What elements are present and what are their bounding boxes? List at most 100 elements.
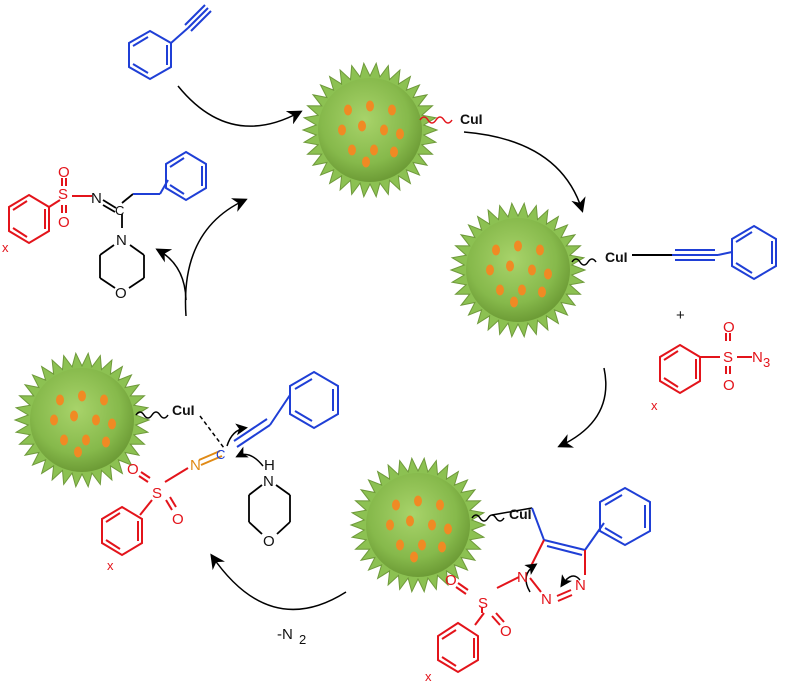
catalyst-sphere-left-core bbox=[30, 368, 134, 472]
substituent-x: x bbox=[425, 669, 432, 684]
substituent-x: x bbox=[107, 558, 114, 573]
plus-sign: + bbox=[676, 307, 685, 324]
copper-dot bbox=[50, 414, 58, 426]
catalyst-label: CuI bbox=[509, 506, 532, 522]
arrow-n2-loss bbox=[210, 553, 347, 611]
substituent-x: x bbox=[2, 240, 9, 255]
atom-o: O bbox=[263, 533, 275, 550]
copper-dot bbox=[510, 296, 518, 308]
atom-c: C bbox=[115, 203, 124, 218]
copper-dot bbox=[418, 539, 426, 551]
copper-dot bbox=[414, 495, 422, 507]
copper-dot bbox=[108, 418, 116, 430]
arrow-regenerate-catalyst bbox=[184, 198, 248, 317]
copper-dot bbox=[386, 519, 394, 531]
atom-o: O bbox=[127, 461, 139, 478]
copper-dot bbox=[514, 240, 522, 252]
copper-dot bbox=[78, 390, 86, 402]
substituent-x: x bbox=[651, 398, 658, 413]
atom-o: O bbox=[172, 511, 184, 528]
copper-dot bbox=[544, 268, 552, 280]
atom-o: O bbox=[723, 377, 735, 394]
copper-dot bbox=[486, 264, 494, 276]
copper-dot bbox=[92, 414, 100, 426]
ketenimine-intermediate: C N S O O x H N O bbox=[101, 370, 339, 573]
copper-dot bbox=[362, 156, 370, 168]
copper-dot bbox=[338, 124, 346, 136]
copper-dot bbox=[370, 144, 378, 156]
atom-s: S bbox=[58, 186, 68, 203]
atom-o: O bbox=[723, 319, 735, 336]
triazole-intermediate: N N N S O O x bbox=[425, 486, 651, 684]
atom-h: H bbox=[264, 457, 275, 474]
elimination-label: -N bbox=[277, 626, 293, 643]
tether bbox=[471, 514, 505, 522]
atom-c: C bbox=[216, 447, 225, 462]
atom-n: N bbox=[517, 569, 528, 586]
atom-n: N bbox=[575, 577, 586, 594]
copper-dot bbox=[74, 446, 82, 458]
copper-dot bbox=[348, 144, 356, 156]
copper-dot bbox=[344, 104, 352, 116]
copper-dot bbox=[392, 499, 400, 511]
catalyst-label: CuI bbox=[172, 402, 195, 418]
copper-dot bbox=[390, 146, 398, 158]
copper-dot bbox=[358, 120, 366, 132]
copper-dot bbox=[538, 286, 546, 298]
copper-dot bbox=[444, 523, 452, 535]
copper-dot bbox=[410, 551, 418, 563]
catalyst-label: CuI bbox=[460, 111, 483, 127]
copper-dot bbox=[396, 539, 404, 551]
copper-dot bbox=[436, 499, 444, 511]
phenylacetylene-top bbox=[128, 4, 212, 81]
atom-o: O bbox=[115, 285, 127, 302]
copper-dot bbox=[366, 100, 374, 112]
atom-s: S bbox=[478, 595, 488, 612]
copper-dot bbox=[60, 434, 68, 446]
copper-dot bbox=[380, 124, 388, 136]
tether bbox=[135, 411, 169, 419]
copper-dot bbox=[56, 394, 64, 406]
atom-s: S bbox=[723, 349, 733, 366]
copper-dot bbox=[492, 244, 500, 256]
arrow-release-product bbox=[155, 248, 187, 301]
catalyst-sphere-top-core bbox=[318, 78, 422, 182]
catalyst-sphere-bottom-core bbox=[366, 473, 470, 577]
tether bbox=[571, 258, 597, 266]
atom-n: N bbox=[91, 190, 102, 207]
copper-dot bbox=[428, 519, 436, 531]
copper-dot bbox=[506, 260, 514, 272]
tether-red bbox=[419, 116, 453, 124]
copper-dot bbox=[496, 284, 504, 296]
arrow-alkyne-to-catalyst bbox=[177, 85, 303, 127]
atom-n: N bbox=[263, 473, 274, 490]
atom-n: N bbox=[541, 591, 552, 608]
copper-dot bbox=[406, 515, 414, 527]
atom-o: O bbox=[58, 164, 70, 181]
amidine-product: S O O N C N O x bbox=[2, 150, 207, 302]
atom-n: N bbox=[190, 457, 201, 474]
copper-dot bbox=[518, 284, 526, 296]
copper-dot bbox=[100, 394, 108, 406]
copper-dot bbox=[82, 434, 90, 446]
atom-s: S bbox=[152, 485, 162, 502]
copper-dot bbox=[536, 244, 544, 256]
elimination-subscript: 2 bbox=[299, 632, 306, 647]
copper-acetylide bbox=[632, 224, 777, 281]
catalyst-label: CuI bbox=[605, 249, 628, 265]
catalyst-sphere-right-core bbox=[466, 218, 570, 322]
copper-dot bbox=[388, 104, 396, 116]
arrow-to-acetylide bbox=[463, 131, 586, 213]
sulfonyl-azide: S O O N 3 x bbox=[651, 319, 770, 413]
arrow-to-triazole bbox=[557, 367, 607, 448]
azide-n: N bbox=[752, 349, 763, 366]
atom-o: O bbox=[58, 214, 70, 231]
copper-dot bbox=[528, 264, 536, 276]
atom-o: O bbox=[500, 623, 512, 640]
atom-o: O bbox=[445, 572, 457, 589]
copper-dot bbox=[438, 541, 446, 553]
azide-subscript: 3 bbox=[763, 355, 770, 370]
copper-dot bbox=[396, 128, 404, 140]
